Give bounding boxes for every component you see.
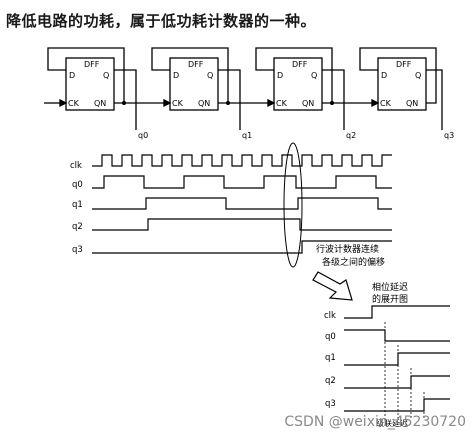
flipflop-0-ck-arrow <box>59 98 68 108</box>
output-label-q1: q1 <box>242 131 252 140</box>
timing-label-q2: q2 <box>72 222 83 232</box>
annotation-line-2: 各级之间的偏移 <box>322 256 385 268</box>
flipflop-1-ck: CK <box>172 99 184 108</box>
junction-dot <box>330 101 334 105</box>
output-label-q2: q2 <box>346 131 356 140</box>
junction-dot <box>226 101 230 105</box>
timing-label-clk: clk <box>70 161 82 171</box>
output-label-q0: q0 <box>138 131 148 140</box>
timing-label-q0: q0 <box>72 180 83 190</box>
waveform-clk <box>92 154 392 167</box>
waveform-q2 <box>92 218 392 231</box>
flipflop-0-feedback <box>47 47 125 104</box>
flipflop-3-ck: CK <box>380 99 392 108</box>
flipflop-3-name: DFF <box>396 60 412 69</box>
zoom-label-clk: clk <box>324 311 336 321</box>
zoom-waveform-q1 <box>344 352 450 366</box>
flipflop-0-q-line <box>114 69 137 130</box>
flipflop-2-d: D <box>277 71 283 80</box>
zoom-waveform-clk <box>344 305 450 319</box>
output-label-q3: q3 <box>444 131 454 140</box>
zoom-arrow <box>312 271 353 301</box>
flipflop-1-d: D <box>173 71 179 80</box>
zoom-label-q1: q1 <box>325 353 336 363</box>
flipflop-2-ck: CK <box>276 99 288 108</box>
flipflop-1 <box>124 47 241 130</box>
flipflop-2-q: Q <box>311 71 317 80</box>
waveform-q1 <box>92 197 392 210</box>
flipflop-3-q: Q <box>415 71 421 80</box>
flipflop-1-qn: QN <box>198 99 210 108</box>
zoom-title-1: 相位延迟 <box>372 281 408 293</box>
skew-highlight-ellipse <box>283 142 303 268</box>
flipflop-2-qn: QN <box>302 99 314 108</box>
timing-label-q1: q1 <box>72 200 83 210</box>
flipflop-1-q: Q <box>207 71 213 80</box>
flipflop-0-name: DFF <box>84 60 100 69</box>
junction-dot <box>122 101 126 105</box>
zoom-waveform-q2 <box>344 375 450 389</box>
zoom-label-q2: q2 <box>325 376 336 386</box>
timing-label-q3: q3 <box>72 245 83 255</box>
flipflop-0-qn: QN <box>94 99 106 108</box>
waveform-q3 <box>92 240 392 254</box>
zoom-waveform-q3 <box>344 398 450 412</box>
flipflop-0-d: D <box>69 71 75 80</box>
flipflop-3-d: D <box>381 71 387 80</box>
flipflop-3 <box>332 47 443 130</box>
flipflop-0-box <box>65 57 115 111</box>
zoom-waveform-q0 <box>344 329 450 342</box>
watermark: CSDN @weixin_45230720 <box>284 414 466 430</box>
flipflop-2 <box>228 47 345 130</box>
flipflop-1-name: DFF <box>188 60 204 69</box>
flipflop-0-ck: CK <box>68 99 80 108</box>
zoom-label-q3: q3 <box>325 399 336 409</box>
zoom-caption: 级联延迟 <box>376 418 408 428</box>
flipflop-3-qn: QN <box>406 99 418 108</box>
flipflop-2-name: DFF <box>292 60 308 69</box>
flipflop-0-q: Q <box>103 71 109 80</box>
zoom-label-q0: q0 <box>325 332 336 342</box>
waveform-q0 <box>92 175 392 189</box>
headline: 降低电路的功耗，属于低功耗计数器的一种。 <box>6 12 317 30</box>
zoom-title-2: 的展开图 <box>372 293 408 305</box>
annotation-line-1: 行波计数器连续 <box>316 243 379 255</box>
